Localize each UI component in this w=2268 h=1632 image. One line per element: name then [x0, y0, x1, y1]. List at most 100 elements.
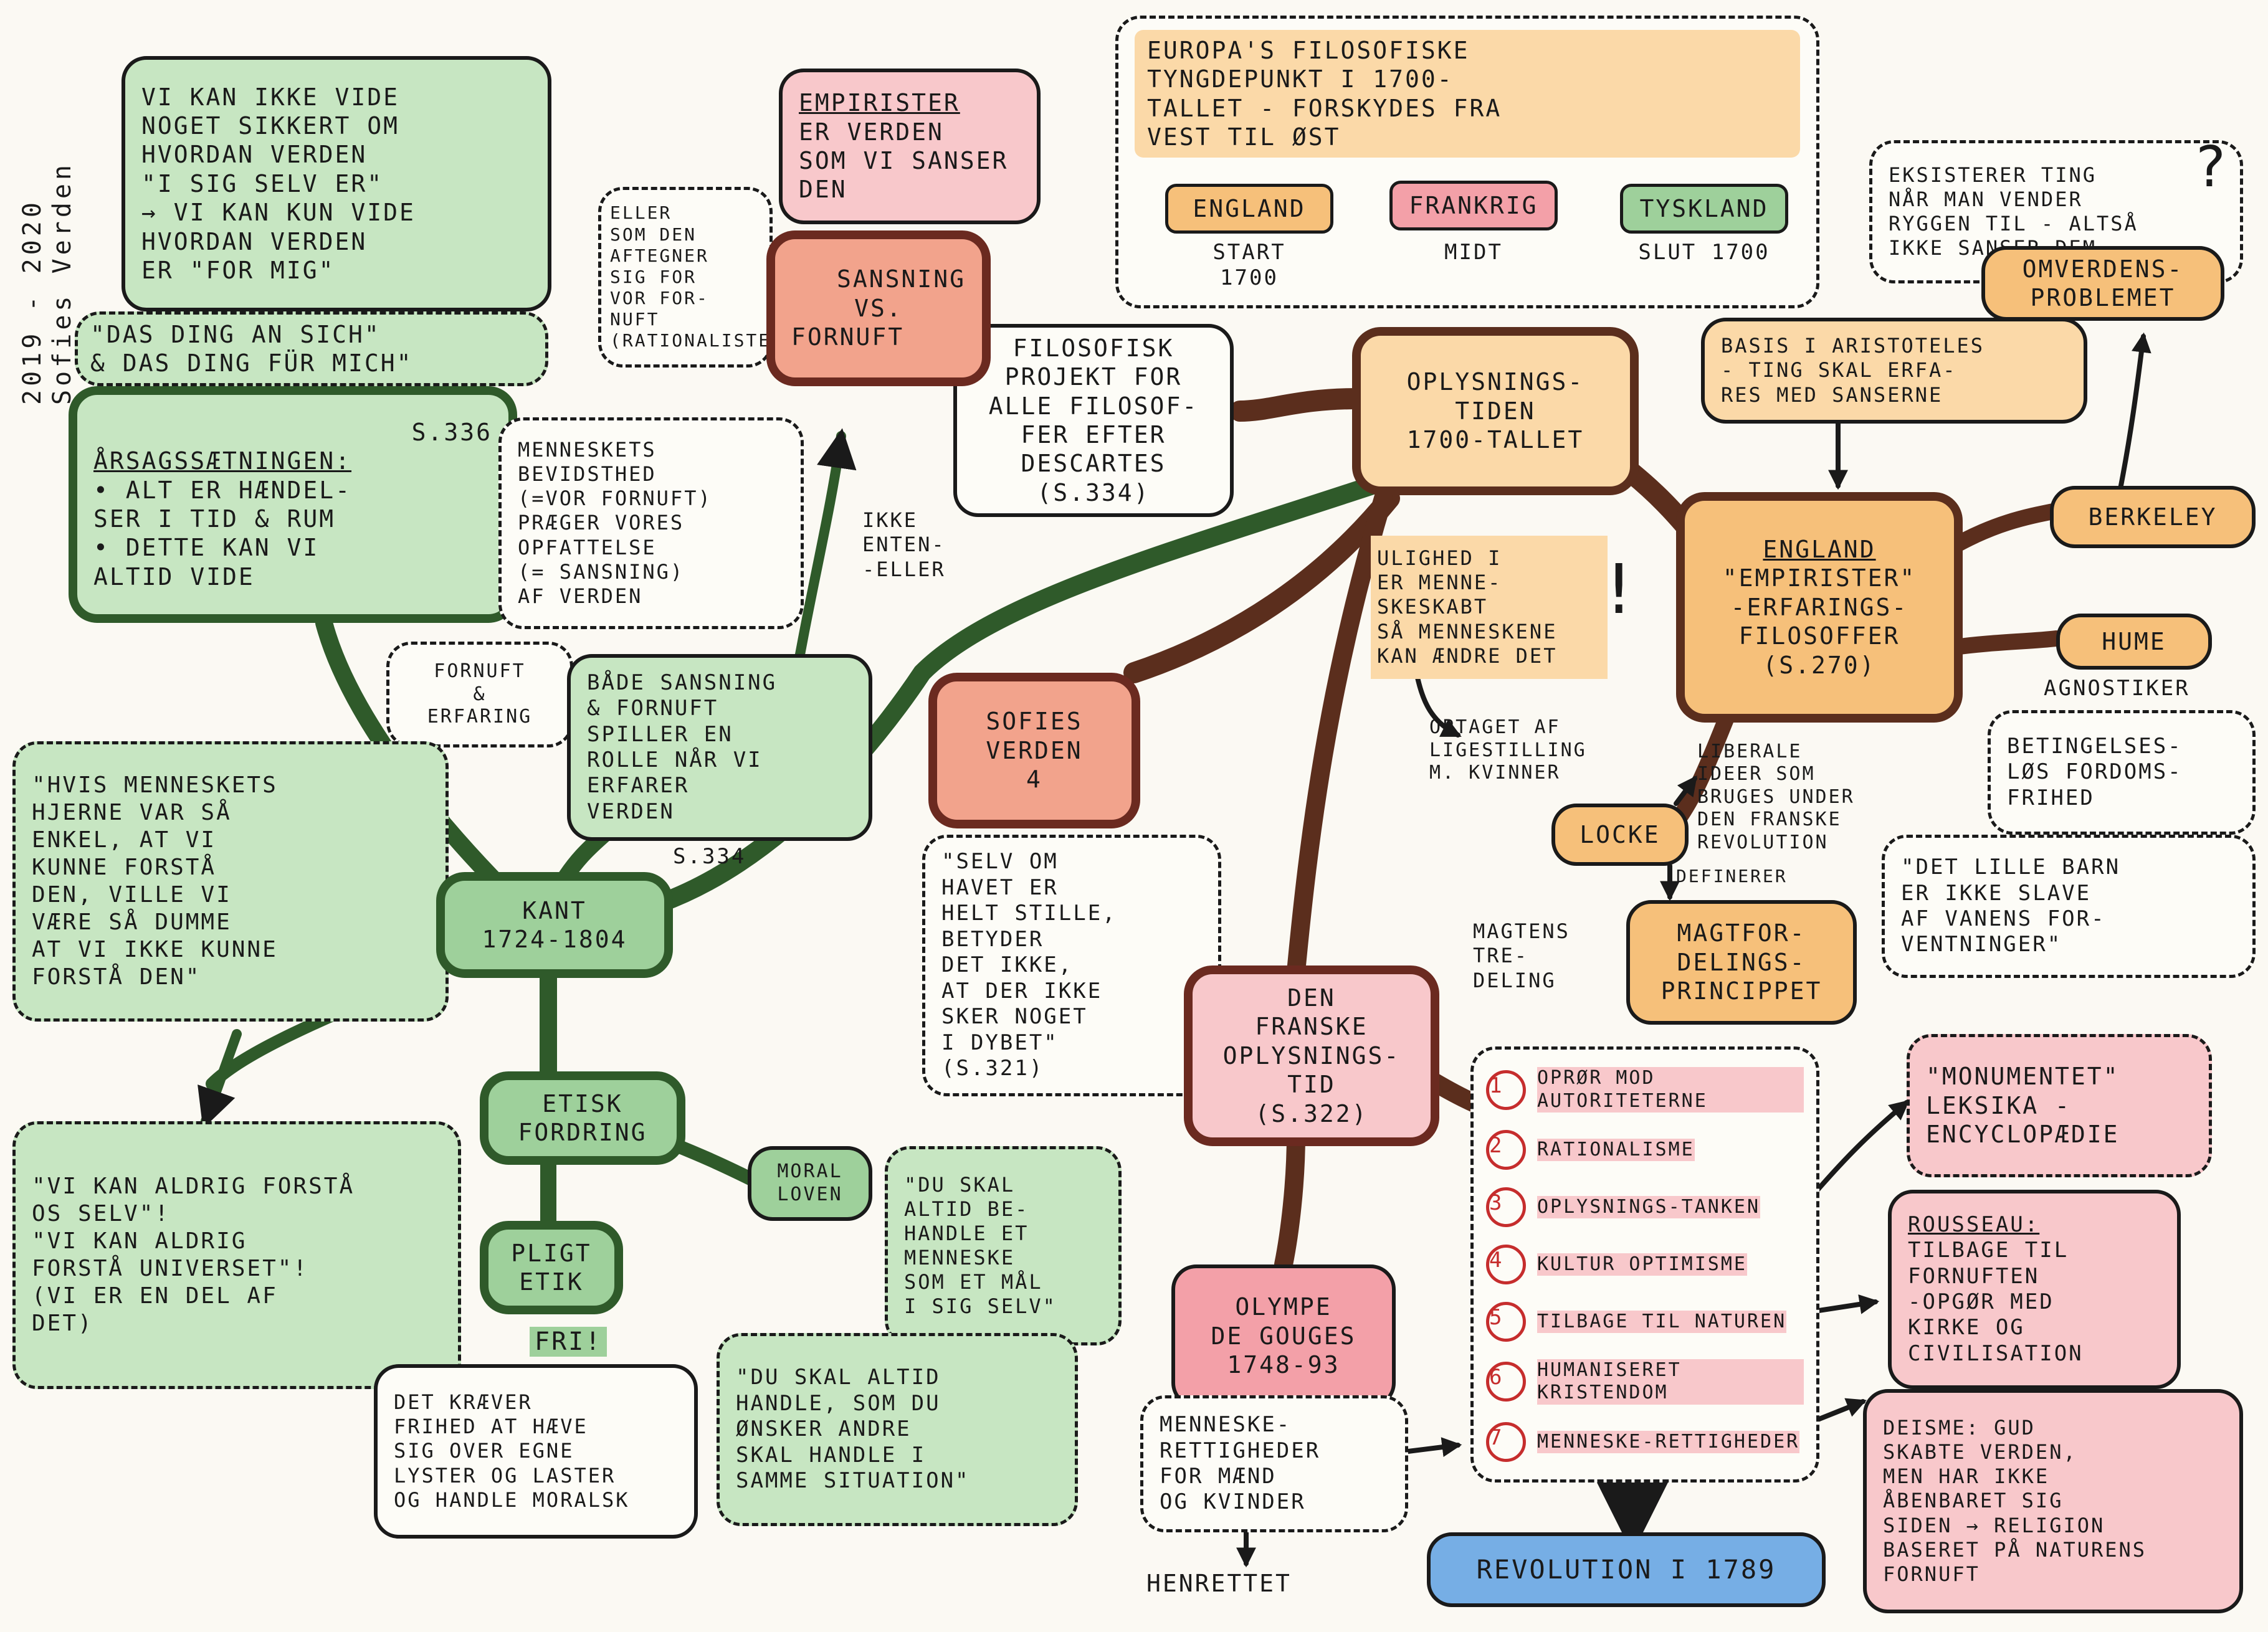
list-item: 7Menneske-rettigheder — [1486, 1421, 1804, 1462]
arrow-points-monumentet — [1804, 1099, 1910, 1205]
node-line: Revolution i 1789 — [1476, 1554, 1776, 1585]
node-line: Menneskets — [518, 438, 657, 462]
node-line: • Alt er hændel- — [93, 476, 352, 504]
node-line: Eksisterer ting — [1889, 163, 2097, 187]
node-line: menneske — [904, 1246, 1016, 1269]
link-england-berkeley — [1942, 503, 2064, 556]
node-line: Sansning — [836, 265, 966, 293]
node-line: Olympe — [1235, 1293, 1332, 1321]
node-line: "Det lille barn — [1901, 855, 2121, 880]
node-line: princippet — [1660, 977, 1822, 1005]
node-line: 1700-tallet — [1406, 426, 1584, 454]
node-line: forstå universet"! — [32, 1256, 309, 1281]
node-line: af verden — [518, 584, 643, 608]
node-line: leksika - — [1926, 1091, 2071, 1119]
baade-sansning-node: Både sansning & fornuft spiller en rolle… — [567, 654, 872, 841]
node-line: (Vi er en del af — [32, 1283, 278, 1309]
node-line: skeskabt — [1377, 595, 1489, 619]
node-line: deling — [1473, 968, 1556, 992]
node-line: "Vi kan aldrig — [32, 1228, 247, 1255]
country-england: England — [1165, 184, 1333, 234]
node-line: åbenbaret sig — [1883, 1489, 2064, 1513]
node-line: af vanens for- — [1901, 906, 2106, 931]
node-line: det) — [32, 1310, 93, 1336]
node-line: det ikke, — [941, 952, 1074, 978]
node-line: encyclopædie — [1926, 1121, 2120, 1149]
node-line: betyder — [941, 926, 1044, 952]
node-line: som vi sanser — [799, 147, 1009, 174]
node-line: rolle når vi — [587, 747, 763, 772]
node-line: Sofies — [986, 708, 1083, 736]
aarsagssaetningen-node: s.336 Årsagssætningen: • Alt er hændel- … — [69, 386, 517, 623]
node-line: -Erfarings- — [1730, 593, 1908, 621]
node-line: projekt for — [1004, 363, 1183, 391]
node-line: filosoffer — [1738, 622, 1900, 650]
point-text: Humaniseret kristendom — [1537, 1359, 1804, 1405]
magtfordeling-node: Magtfor- delings- princippet — [1626, 900, 1857, 1025]
node-line: tyngdepunkt i 1700- — [1147, 65, 1454, 93]
node-line: løs fordoms- — [2007, 759, 2183, 785]
node-line: - ting skal erfa- — [1721, 358, 1957, 382]
node-line: siden → Religion — [1883, 1513, 2105, 1537]
node-line: Erfaring — [427, 706, 533, 728]
magtens-tredeling-label: Magtens tre- deling — [1470, 903, 1626, 1009]
node-line: i sig selv" — [904, 1294, 1057, 1319]
number-badge: 4 — [1486, 1244, 1526, 1284]
node-line: når man vender — [1889, 187, 2083, 211]
du-skal-behandle-node: "Du skal altid be- handle et menneske so… — [885, 1146, 1122, 1345]
node-line: m. kvinner — [1429, 762, 1561, 784]
question-mark-icon: ? — [2193, 135, 2229, 200]
etisk-fordring-node: Etisk fordring — [480, 1071, 685, 1165]
node-line: alle filosof- — [988, 392, 1199, 420]
points-list: 1Oprør mod autoriteterne 2Rationalisme 3… — [1470, 1046, 1819, 1483]
node-line: "Du skal — [904, 1172, 1016, 1197]
revolution-node: Revolution i 1789 — [1427, 1532, 1826, 1607]
node-line: lyster og laster — [394, 1463, 616, 1487]
node-line: Deisme: Gud — [1883, 1416, 2036, 1440]
node-line: erfarer — [587, 773, 690, 799]
menneskerettigheder-node: Menneske- rettigheder for mænd og kvinde… — [1140, 1395, 1408, 1532]
node-line: Fornuft — [791, 323, 905, 351]
arrow-mr-points — [1406, 1437, 1462, 1458]
node-line: vest til øst — [1147, 123, 1341, 151]
list-item: 2Rationalisme — [1486, 1130, 1804, 1170]
node-line: (s.321) — [941, 1056, 1044, 1081]
node-line: er ikke slave — [1901, 880, 2092, 906]
henrettet-label: Henrettet — [1146, 1570, 1292, 1597]
node-line: Betingelses- — [2007, 733, 2183, 759]
eller-node: Eller som den aftegner sig for vor for- … — [598, 187, 794, 368]
pligtetik-node: Pligt etik — [480, 1221, 623, 1314]
point-text: Menneske-rettigheder — [1537, 1430, 1800, 1454]
node-line: Kant — [522, 896, 587, 924]
node-line: → Vi kan kun vide — [141, 199, 416, 227]
basis-aristoteles-node: Basis i Aristoteles - ting skal erfa- re… — [1701, 318, 2087, 424]
node-line: sig for — [610, 266, 697, 287]
fornuft-erfaring-node: Fornuft & Erfaring — [386, 642, 573, 747]
side-label-years: 2019 - 2020 — [18, 199, 47, 405]
link-center-franske — [1287, 489, 1393, 981]
node-line: frihed — [2007, 785, 2095, 810]
node-line: og handle moralsk — [394, 1487, 630, 1512]
list-item: 4Kultur optimisme — [1486, 1244, 1804, 1284]
fri-label: Fri! — [530, 1327, 608, 1357]
node-line: Descartes — [1021, 450, 1166, 478]
node-line: 4 — [1026, 766, 1042, 794]
node-line: rettigheder — [1160, 1438, 1321, 1463]
selv-om-havet-node: "Selv om havet er helt stille, betyder d… — [922, 835, 1221, 1096]
node-line: Filosofisk — [1012, 334, 1174, 362]
node-line: os selv"! — [32, 1201, 171, 1227]
node-line: i dybet" — [941, 1030, 1059, 1055]
node-line: skal handle i — [736, 1442, 927, 1468]
country-tyskland: Tyskland — [1620, 184, 1788, 234]
node-line: 1748-93 — [1227, 1351, 1340, 1379]
node-line: handle et — [904, 1221, 1029, 1245]
node-line: (s.334) — [1037, 478, 1150, 506]
filosofisk-projekt-node: Filosofisk projekt for alle filosof- fer… — [953, 324, 1234, 517]
hume-node: Hume — [2056, 614, 2212, 670]
node-line: Både sansning — [587, 670, 778, 695]
node-line: frihed at hæve — [394, 1415, 588, 1439]
side-label: 2019 - 2020 Sofies Verden — [17, 161, 77, 405]
node-line: enkel, at vi — [32, 827, 217, 853]
node-line: at vi ikke kunne — [32, 936, 278, 962]
node-line: (=vor fornuft) — [518, 486, 712, 511]
